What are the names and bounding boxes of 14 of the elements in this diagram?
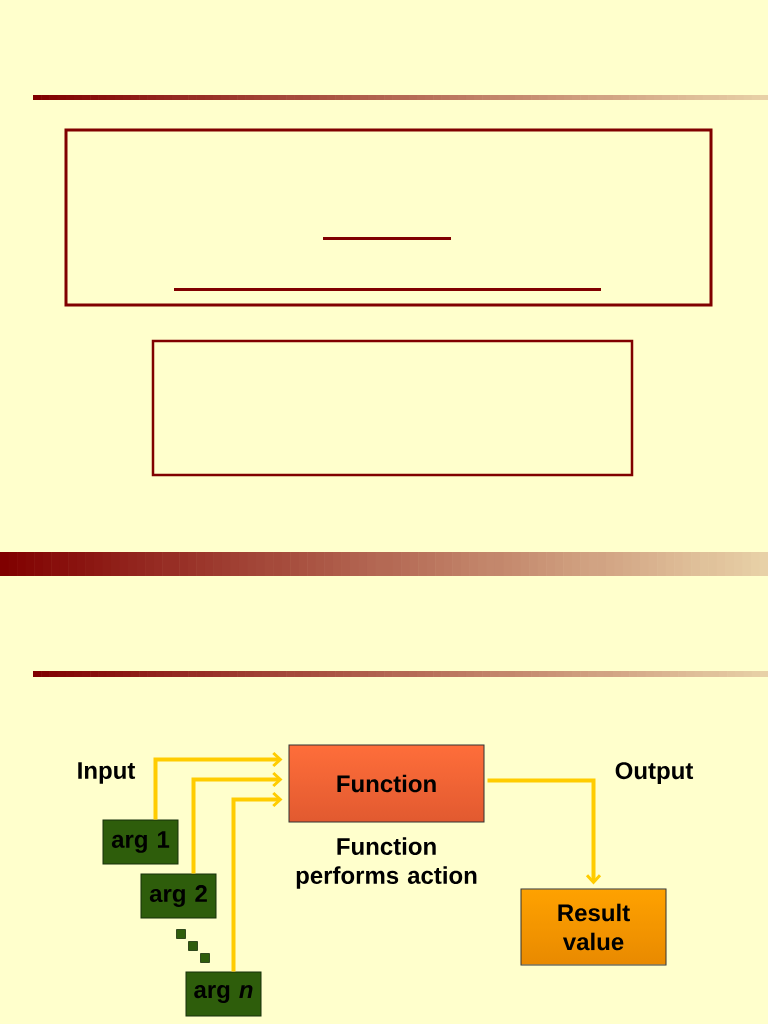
empty-frame	[64, 128, 713, 307]
label-text: Input	[78, 762, 136, 784]
node-caption: Function performs action	[296, 837, 477, 889]
arrow	[487, 778, 602, 885]
empty-frame	[151, 339, 634, 477]
function-box: Function	[288, 744, 485, 823]
arrow	[153, 751, 283, 820]
label-text: Output	[615, 762, 694, 784]
result-box: Result value	[520, 888, 667, 966]
argument-box: arg n	[185, 971, 262, 1017]
arrow	[231, 791, 283, 972]
arrow	[191, 771, 283, 874]
argument-box: arg 2	[140, 873, 217, 919]
argument-box: arg 1	[102, 819, 179, 865]
